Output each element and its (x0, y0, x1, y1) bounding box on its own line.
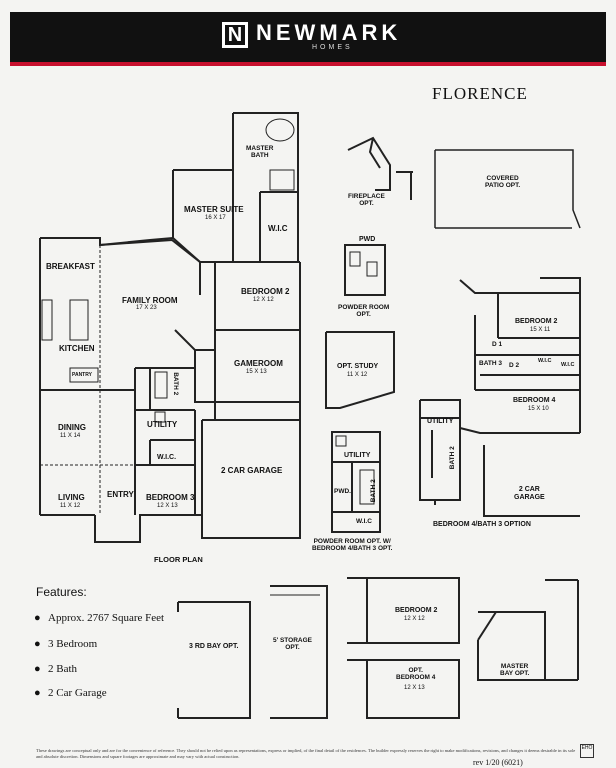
wic-label: W.I.C. (157, 454, 177, 461)
living-dim: 11 X 12 (60, 503, 81, 509)
floor-plan-caption: FLOOR PLAN (154, 555, 203, 564)
bedroom2-dim: 12 X 12 (253, 297, 274, 303)
study-dim: 11 X 12 (347, 372, 368, 378)
breakfast-label: BREAKFAST (46, 262, 95, 271)
plan-name: FLORENCE (432, 84, 528, 103)
dining-dim: 11 X 14 (60, 433, 81, 439)
opt-bedroom2-label: BEDROOM 2 (515, 318, 558, 325)
master-bay-label: MASTER BAY OPT. (500, 663, 530, 678)
powder-room-label: POWDER ROOM OPT. (338, 304, 390, 319)
brand-header (10, 12, 606, 62)
bedroom4-bath3-option-walls (419, 277, 581, 517)
kitchen-label: KITCHEN (59, 344, 95, 353)
covered-patio-option-walls (434, 149, 581, 229)
newmark-logo-icon: N (222, 22, 248, 48)
garage-label: 2 CAR GARAGE (221, 466, 283, 475)
legal-disclaimer: These drawings are conceptual only and a… (36, 748, 576, 760)
feature-item: ● 2 Car Garage (34, 687, 107, 699)
family-room-label: FAMILY ROOM (122, 296, 178, 305)
master-suite-dim: 16 X 17 (205, 215, 226, 221)
bedroom4-option-caption: BEDROOM 4/BATH 3 OPTION (433, 521, 531, 528)
d2-label: D 2 (509, 362, 520, 369)
master-wic-label: W.I.C (268, 224, 288, 233)
third-bay-option-walls (177, 601, 251, 719)
master-bath-label: MASTER BATH (246, 145, 274, 160)
feature-text: Approx. 2767 Square Feet (48, 612, 165, 624)
powder-bed4-option-walls (331, 431, 381, 533)
entry-label: ENTRY (107, 490, 134, 499)
covered-patio-label: COVERED PATIO OPT. (485, 175, 521, 190)
utility-label: UTILITY (147, 420, 178, 429)
option-wic-label: W.I.C (356, 518, 372, 525)
bedroom4-label: BEDROOM 4 (513, 397, 556, 404)
equal-housing-icon: EHO (580, 744, 594, 758)
option-pwd-label: PWD. (334, 488, 351, 495)
bedroom3-dim: 12 X 13 (157, 503, 178, 509)
storage-label: 5' STORAGE OPT. (273, 637, 312, 652)
d1-label: D 1 (492, 341, 503, 348)
storage-option-walls (270, 585, 328, 719)
b4-utility-label: UTILITY (427, 418, 454, 425)
gameroom-dim: 15 X 13 (246, 369, 267, 375)
pantry-label: PANTRY (72, 372, 92, 378)
bullet-icon: ● (34, 663, 41, 675)
opt-bedroom2-dim: 15 X 11 (530, 327, 551, 333)
wic-b-label: W.I.C (561, 362, 575, 368)
feature-text: 2 Car Garage (48, 687, 107, 699)
b4-bath2-label: BATH 2 (448, 446, 456, 470)
living-label: LIVING (58, 493, 85, 502)
bath3-label: BATH 3 (479, 360, 502, 367)
pwd-label: PWD (359, 236, 376, 243)
bedroom2-label: BEDROOM 2 (241, 287, 290, 296)
brand-name: NEWMARK (256, 20, 402, 45)
b4-garage-label: 2 CAR GARAGE (514, 486, 545, 502)
wic-a-label: W.I.C (538, 358, 552, 364)
powder-room-option-walls (344, 244, 386, 296)
study-label: OPT. STUDY (337, 363, 379, 370)
gameroom-label: GAMEROOM (234, 359, 283, 368)
main-floor-plan-walls (39, 112, 301, 543)
bath2-label: BATH 2 (172, 372, 180, 396)
alt-bedroom2-dim: 12 X 12 (404, 616, 425, 622)
bullet-icon: ● (34, 638, 41, 650)
feature-item: ● Approx. 2767 Square Feet (34, 612, 164, 624)
brand-subtitle: HOMES (312, 44, 353, 51)
features-title: Features: (36, 585, 87, 599)
feature-item: ● 2 Bath (34, 663, 77, 675)
feature-item: ● 3 Bedroom (34, 638, 97, 650)
bullet-icon: ● (34, 612, 41, 624)
bullet-icon: ● (34, 687, 41, 699)
master-bay-option-walls (477, 579, 579, 681)
main-floor-plan-fixtures (41, 118, 295, 423)
master-suite-label: MASTER SUITE (184, 205, 244, 214)
dining-label: DINING (58, 423, 86, 432)
option-utility-label: UTILITY (344, 452, 371, 459)
alt-bedroom4-dim: 12 X 13 (404, 685, 425, 691)
revision-label: rev 1/20 (6021) (473, 758, 523, 767)
study-option-walls (325, 331, 395, 409)
bedroom3-label: BEDROOM 3 (146, 493, 195, 502)
feature-text: 3 Bedroom (48, 638, 98, 650)
bedroom4-dim: 15 X 10 (528, 406, 549, 412)
third-bay-label: 3 RD BAY OPT. (189, 643, 239, 650)
fireplace-label: FIREPLACE OPT. (348, 193, 385, 208)
alt-bedroom2-label: BEDROOM 2 (395, 607, 438, 614)
feature-text: 2 Bath (48, 663, 78, 675)
main-floor-plan-dashed (40, 245, 135, 515)
powder-bed4-caption: POWDER ROOM OPT. W/ BEDROOM 4/BATH 3 OPT… (312, 538, 393, 553)
alt-bedroom4-label: OPT. BEDROOM 4 (396, 667, 436, 682)
option-bath2-label: BATH 2 (369, 479, 377, 503)
alt-bedroom-option-walls (347, 577, 460, 719)
brand-accent-bar (10, 62, 606, 66)
fireplace-option-walls (347, 136, 413, 200)
family-room-dim: 17 X 23 (136, 305, 157, 311)
